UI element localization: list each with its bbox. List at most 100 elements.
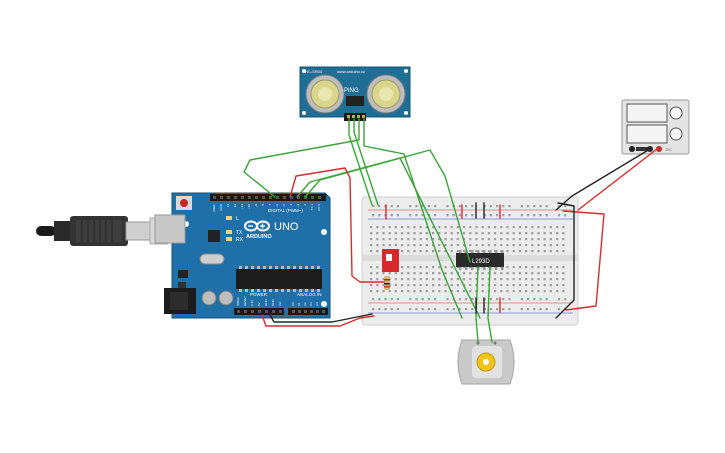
breadboard-hole[interactable] bbox=[458, 308, 461, 311]
digital-pin[interactable] bbox=[318, 196, 321, 199]
breadboard-hole[interactable] bbox=[549, 284, 552, 287]
breadboard-hole[interactable] bbox=[562, 284, 565, 287]
breadboard-hole[interactable] bbox=[401, 290, 404, 293]
breadboard-hole[interactable] bbox=[556, 266, 559, 269]
breadboard-hole[interactable] bbox=[382, 238, 385, 241]
breadboard-hole[interactable] bbox=[394, 272, 397, 275]
breadboard-hole[interactable] bbox=[512, 272, 515, 275]
breadboard-hole[interactable] bbox=[388, 238, 391, 241]
breadboard-hole[interactable] bbox=[545, 205, 548, 208]
breadboard-hole[interactable] bbox=[376, 244, 379, 247]
breadboard-hole[interactable] bbox=[413, 244, 416, 247]
breadboard-hole[interactable] bbox=[413, 238, 416, 241]
breadboard-hole[interactable] bbox=[481, 272, 484, 275]
analog-pin[interactable] bbox=[322, 310, 325, 313]
power-pin[interactable] bbox=[272, 310, 275, 313]
breadboard-hole[interactable] bbox=[487, 266, 490, 269]
breadboard-hole[interactable] bbox=[378, 308, 381, 311]
breadboard-hole[interactable] bbox=[500, 244, 503, 247]
breadboard-hole[interactable] bbox=[531, 250, 534, 253]
breadboard-hole[interactable] bbox=[390, 205, 393, 208]
power-pin[interactable] bbox=[258, 310, 261, 313]
breadboard-hole[interactable] bbox=[500, 226, 503, 229]
breadboard-hole[interactable] bbox=[419, 226, 422, 229]
breadboard-hole[interactable] bbox=[562, 238, 565, 241]
breadboard-hole[interactable] bbox=[450, 272, 453, 275]
breadboard-hole[interactable] bbox=[376, 232, 379, 235]
breadboard-hole[interactable] bbox=[508, 205, 511, 208]
breadboard-hole[interactable] bbox=[475, 238, 478, 241]
breadboard-hole[interactable] bbox=[407, 238, 410, 241]
breadboard-hole[interactable] bbox=[531, 284, 534, 287]
breadboard-hole[interactable] bbox=[562, 272, 565, 275]
digital-pin[interactable] bbox=[241, 196, 244, 199]
breadboard-hole[interactable] bbox=[450, 266, 453, 269]
breadboard-hole[interactable] bbox=[489, 214, 492, 217]
breadboard-hole[interactable] bbox=[432, 290, 435, 293]
breadboard-hole[interactable] bbox=[525, 290, 528, 293]
breadboard-hole[interactable] bbox=[483, 214, 486, 217]
digital-pin[interactable] bbox=[290, 196, 293, 199]
breadboard-hole[interactable] bbox=[487, 238, 490, 241]
breadboard-hole[interactable] bbox=[409, 214, 412, 217]
breadboard-hole[interactable] bbox=[518, 266, 521, 269]
breadboard-hole[interactable] bbox=[558, 214, 561, 217]
breadboard-hole[interactable] bbox=[549, 226, 552, 229]
breadboard-hole[interactable] bbox=[407, 266, 410, 269]
breadboard-hole[interactable] bbox=[549, 250, 552, 253]
breadboard-hole[interactable] bbox=[382, 278, 385, 281]
breadboard-hole[interactable] bbox=[396, 205, 399, 208]
breadboard-hole[interactable] bbox=[512, 284, 515, 287]
breadboard-hole[interactable] bbox=[487, 244, 490, 247]
breadboard-hole[interactable] bbox=[413, 278, 416, 281]
breadboard-hole[interactable] bbox=[506, 244, 509, 247]
breadboard-hole[interactable] bbox=[413, 226, 416, 229]
breadboard-hole[interactable] bbox=[562, 278, 565, 281]
breadboard-hole[interactable] bbox=[494, 290, 497, 293]
breadboard-hole[interactable] bbox=[527, 308, 530, 311]
breadboard-hole[interactable] bbox=[407, 250, 410, 253]
breadboard-hole[interactable] bbox=[415, 214, 418, 217]
breadboard-hole[interactable] bbox=[382, 272, 385, 275]
breadboard-hole[interactable] bbox=[376, 278, 379, 281]
breadboard-hole[interactable] bbox=[394, 226, 397, 229]
breadboard-hole[interactable] bbox=[518, 232, 521, 235]
breadboard-hole[interactable] bbox=[432, 238, 435, 241]
breadboard-hole[interactable] bbox=[432, 226, 435, 229]
breadboard-hole[interactable] bbox=[372, 308, 375, 311]
breadboard-hole[interactable] bbox=[506, 266, 509, 269]
breadboard-hole[interactable] bbox=[512, 226, 515, 229]
breadboard-hole[interactable] bbox=[382, 290, 385, 293]
analog-pin[interactable] bbox=[292, 310, 295, 313]
breadboard-hole[interactable] bbox=[487, 250, 490, 253]
breadboard-hole[interactable] bbox=[450, 226, 453, 229]
breadboard-hole[interactable] bbox=[390, 298, 393, 301]
breadboard-hole[interactable] bbox=[415, 308, 418, 311]
breadboard-hole[interactable] bbox=[556, 244, 559, 247]
breadboard-hole[interactable] bbox=[388, 272, 391, 275]
breadboard-hole[interactable] bbox=[425, 284, 428, 287]
breadboard-hole[interactable] bbox=[370, 244, 373, 247]
breadboard-hole[interactable] bbox=[407, 244, 410, 247]
breadboard-hole[interactable] bbox=[425, 226, 428, 229]
breadboard-hole[interactable] bbox=[481, 278, 484, 281]
breadboard-hole[interactable] bbox=[413, 266, 416, 269]
breadboard-hole[interactable] bbox=[444, 226, 447, 229]
breadboard-hole[interactable] bbox=[508, 308, 511, 311]
breadboard-hole[interactable] bbox=[463, 266, 466, 269]
breadboard-hole[interactable] bbox=[421, 214, 424, 217]
breadboard-hole[interactable] bbox=[537, 284, 540, 287]
breadboard-hole[interactable] bbox=[512, 278, 515, 281]
breadboard-hole[interactable] bbox=[506, 232, 509, 235]
breadboard-hole[interactable] bbox=[419, 266, 422, 269]
breadboard-hole[interactable] bbox=[446, 308, 449, 311]
breadboard-hole[interactable] bbox=[390, 214, 393, 217]
breadboard-hole[interactable] bbox=[388, 290, 391, 293]
breadboard-hole[interactable] bbox=[556, 284, 559, 287]
breadboard-hole[interactable] bbox=[525, 272, 528, 275]
breadboard-hole[interactable] bbox=[401, 238, 404, 241]
breadboard-hole[interactable] bbox=[481, 266, 484, 269]
breadboard-hole[interactable] bbox=[372, 298, 375, 301]
breadboard-hole[interactable] bbox=[500, 290, 503, 293]
breadboard-hole[interactable] bbox=[407, 290, 410, 293]
